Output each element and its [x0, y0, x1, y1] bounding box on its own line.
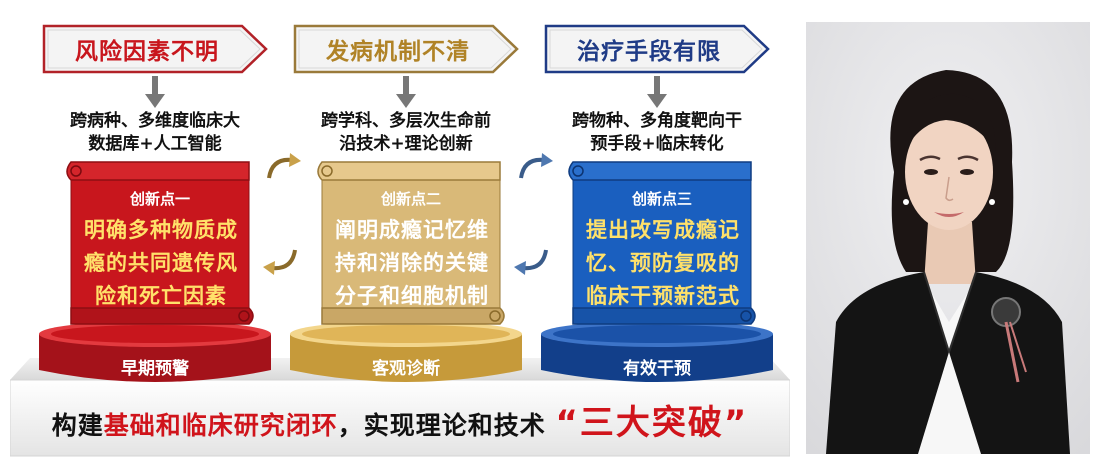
challenge-banner-2: 发病机制不清	[293, 24, 521, 74]
innovation-body: 明确多种物质成 瘾的共同遗传风 险和死亡因素	[75, 214, 247, 313]
pedestal-label: 有效干预	[623, 359, 691, 379]
summary-breakthroughs: “三大突破”	[555, 403, 749, 443]
pedestal-red: 早期预警	[35, 318, 275, 388]
summary-part: ，实现理论和技术	[337, 411, 546, 440]
innovation-line: 险和死亡因素	[95, 284, 227, 308]
innovation-title: 创新点三	[631, 190, 692, 208]
summary-part: 构建	[51, 411, 104, 440]
banner-arrow-shape	[293, 24, 519, 74]
scroll-shape	[568, 161, 756, 325]
down-arrow-icon	[145, 76, 165, 108]
innovation-scroll-2: 创新点二 阐明成瘾记忆维 持和消除的关键 分子和细胞机制	[314, 158, 508, 328]
cycle-arrow-icon	[514, 249, 548, 275]
innovation-line: 分子和细胞机制	[335, 284, 489, 308]
pedestal-label: 客观诊断	[372, 359, 440, 379]
challenge-label: 风险因素不明	[75, 39, 219, 65]
scroll-shape	[66, 161, 254, 325]
innovation-line: 临床干预新范式	[586, 284, 740, 308]
method-line: 数据库+人工智能	[88, 134, 222, 154]
innovation-line: 明确多种物质成	[84, 218, 238, 242]
method-line: 跨物种、多角度靶向干	[572, 111, 742, 131]
method-line: 跨学科、多层次生命前	[321, 111, 491, 131]
method-text-1: 跨病种、多维度临床大 数据库+人工智能	[35, 110, 275, 156]
down-arrow-icon	[396, 76, 416, 108]
cycle-arrow-icon	[519, 153, 553, 179]
innovation-line: 提出改写成瘾记	[586, 218, 740, 242]
method-text-2: 跨学科、多层次生命前 沿技术+理论创新	[286, 110, 526, 156]
down-arrow-icon	[647, 76, 667, 108]
innovation-line: 阐明成瘾记忆维	[335, 218, 489, 242]
banner-arrow-shape	[544, 24, 770, 74]
portrait-photo	[806, 22, 1090, 454]
innovation-line: 持和消除的关键	[335, 251, 489, 275]
innovation-body: 阐明成瘾记忆维 持和消除的关键 分子和细胞机制	[326, 214, 498, 313]
pedestal-shape	[39, 321, 271, 382]
person-portrait-icon	[806, 22, 1090, 454]
innovation-scroll-3: 创新点三 提出改写成瘾记 忆、预防复吸的 临床干预新范式	[565, 158, 759, 328]
scroll-shape	[317, 161, 505, 325]
innovation-title: 创新点一	[129, 190, 190, 208]
innovation-scroll-1: 创新点一 明确多种物质成 瘾的共同遗传风 险和死亡因素	[63, 158, 257, 328]
summary-statement: 构建基础和临床研究闭环，实现理论和技术 “三大突破”	[10, 395, 790, 444]
method-line: 跨病种、多维度临床大	[70, 111, 240, 131]
pedestal-gold: 客观诊断	[286, 318, 526, 388]
cycle-arrow-icon	[267, 153, 301, 179]
summary-highlight: 基础和临床研究闭环	[103, 411, 338, 440]
innovation-line: 瘾的共同遗传风	[84, 251, 238, 275]
challenge-label: 发病机制不清	[326, 39, 470, 65]
pedestal-blue: 有效干预	[537, 318, 777, 388]
method-line: 预手段+临床转化	[590, 134, 724, 154]
innovation-title: 创新点二	[380, 190, 441, 208]
challenge-label: 治疗手段有限	[577, 39, 721, 65]
pedestal-shape	[541, 321, 773, 382]
innovation-body: 提出改写成瘾记 忆、预防复吸的 临床干预新范式	[577, 214, 749, 313]
pedestal-shape	[290, 321, 522, 382]
method-line: 沿技术+理论创新	[339, 134, 473, 154]
banner-arrow-shape	[42, 24, 268, 74]
method-text-3: 跨物种、多角度靶向干 预手段+临床转化	[537, 110, 777, 156]
pedestal-label: 早期预警	[121, 359, 189, 379]
challenge-banner-3: 治疗手段有限	[544, 24, 772, 74]
innovation-line: 忆、预防复吸的	[586, 251, 740, 275]
challenge-banner-1: 风险因素不明	[42, 24, 270, 74]
cycle-arrow-icon	[263, 249, 297, 275]
